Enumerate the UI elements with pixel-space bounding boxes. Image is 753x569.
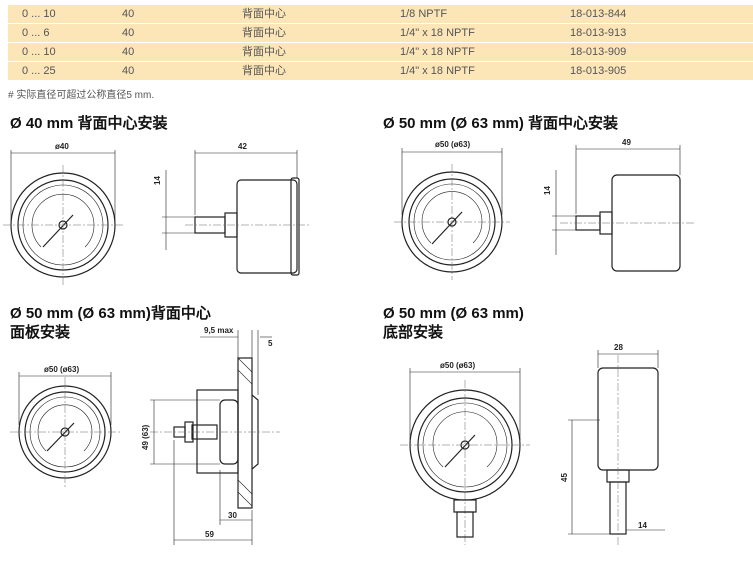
gauge-front-view	[3, 165, 123, 285]
gauge-front-view	[400, 380, 530, 545]
gauge-side-view	[568, 350, 665, 545]
size: 40	[122, 46, 135, 58]
spec-table: 0 ... 10 40 背面中心 1/8 NPTF 18-013-844 0 ... 6…	[8, 5, 753, 81]
dim-label: ø50 (ø63)	[440, 361, 475, 370]
section-subtitle: 底部安装	[383, 324, 444, 341]
size: 40	[122, 8, 135, 20]
dim-label: 45	[560, 473, 569, 482]
dim-label: ø50 (ø63)	[44, 365, 79, 374]
mount: 背面中心	[242, 27, 286, 39]
dim-label: 14	[638, 521, 647, 530]
part-number: 18-013-913	[570, 27, 627, 39]
footnote: # 实际直径可超过公称直径5 mm.	[8, 90, 155, 101]
dim-label: 14	[153, 176, 162, 185]
dim-label: 30	[228, 511, 237, 520]
dim-label: ø50 (ø63)	[435, 140, 470, 149]
range: 0 ... 10	[22, 8, 56, 20]
dim-label: 9,5 max	[204, 326, 234, 335]
mount: 背面中心	[242, 8, 286, 20]
size: 40	[122, 27, 135, 39]
gauge-side-view	[162, 150, 310, 276]
gauge-front-view	[10, 377, 120, 487]
thread: 1/8 NPTF	[400, 8, 448, 20]
mount: 背面中心	[242, 46, 286, 58]
range: 0 ... 25	[22, 65, 56, 77]
size: 40	[122, 65, 135, 77]
table-row: 0 ... 25 40 背面中心 1/4" x 18 NPTF 18-013-905	[8, 62, 753, 81]
dim-label: 49 (63)	[141, 424, 150, 450]
dim-label: 28	[614, 343, 623, 352]
section-title: Ø 50 mm (Ø 63 mm)背面中心	[10, 305, 211, 322]
part-number: 18-013-909	[570, 46, 627, 58]
gauge-side-view	[552, 145, 695, 272]
section-title: Ø 50 mm (Ø 63 mm) 背面中心安装	[383, 115, 619, 132]
part-number: 18-013-905	[570, 65, 627, 77]
part-number: 18-013-844	[570, 8, 627, 20]
section-title: Ø 40 mm 背面中心安装	[10, 115, 168, 132]
range: 0 ... 10	[22, 46, 56, 58]
dim-label: 59	[205, 530, 214, 539]
section-subtitle: 面板安装	[10, 324, 71, 341]
mount: 背面中心	[242, 65, 286, 77]
dim-label: 14	[543, 186, 552, 195]
thread: 1/4" x 18 NPTF	[400, 65, 475, 77]
dim-label: 49	[622, 138, 631, 147]
dim-label: 5	[268, 339, 273, 348]
thread: 1/4" x 18 NPTF	[400, 27, 475, 39]
table-row: 0 ... 6 40 背面中心 1/4" x 18 NPTF 18-013-913	[8, 24, 753, 43]
thread: 1/4" x 18 NPTF	[400, 46, 475, 58]
table-row: 0 ... 10 40 背面中心 1/4" x 18 NPTF 18-013-909	[8, 43, 753, 62]
gauge-panel-side-view	[150, 330, 280, 545]
table-row: 0 ... 10 40 背面中心 1/8 NPTF 18-013-844	[8, 5, 753, 24]
section-title: Ø 50 mm (Ø 63 mm)	[383, 305, 524, 322]
gauge-front-view	[394, 164, 510, 280]
dim-label: ø40	[55, 142, 69, 151]
dim-label: 42	[238, 142, 247, 151]
range: 0 ... 6	[22, 27, 50, 39]
